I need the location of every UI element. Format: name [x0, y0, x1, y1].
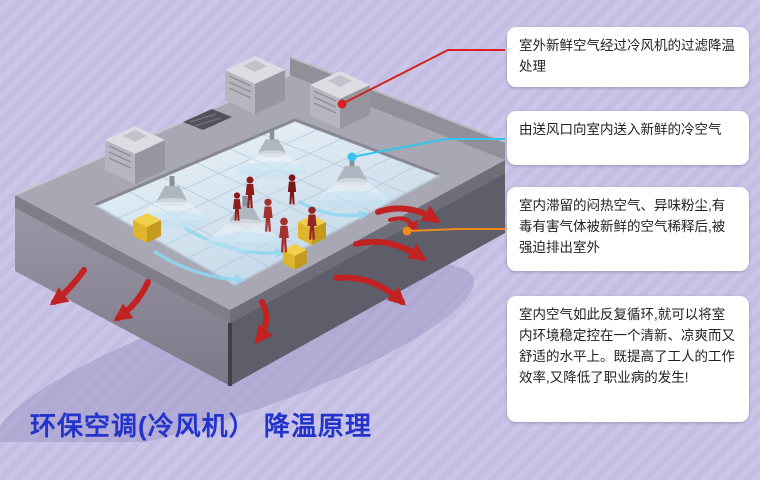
- exhaust-air-arrows: [49, 205, 441, 345]
- page-title: 环保空调(冷风机） 降温原理: [30, 411, 372, 441]
- callout-exhaust-dilution: 室内滞留的闷热空气、异味粉尘,有毒有害气体被新鲜的空气稀释后,被强迫排出室外: [507, 187, 749, 271]
- left-wall: [15, 208, 230, 386]
- callout-cold-air-supply: 由送风口向室内送入新鲜的冷空气: [507, 111, 749, 165]
- factory-cooling-illustration: [0, 55, 506, 442]
- roof-vent: [183, 109, 232, 130]
- callout-text: 由送风口向室内送入新鲜的冷空气: [519, 122, 722, 137]
- callout-circulation-benefits: 室内空气如此反复循环,就可以将室内环境稳定控在一个清新、凉爽而又舒适的水平上。既…: [507, 296, 749, 422]
- callout-fresh-air-filtering: 室外新鲜空气经过冷风机的过滤降温处理: [507, 27, 749, 87]
- roof-edge-left: [15, 195, 230, 323]
- callout-text: 室内空气如此反复循环,就可以将室内环境稳定控在一个清新、凉爽而又舒适的水平上。既…: [519, 307, 735, 385]
- callout-text: 室外新鲜空气经过冷风机的过滤降温处理: [519, 38, 735, 74]
- floor-tile-grid: [117, 128, 417, 273]
- callout-text: 室内滞留的闷热空气、异味粉尘,有毒有害气体被新鲜的空气稀释后,被强迫排出室外: [519, 198, 726, 255]
